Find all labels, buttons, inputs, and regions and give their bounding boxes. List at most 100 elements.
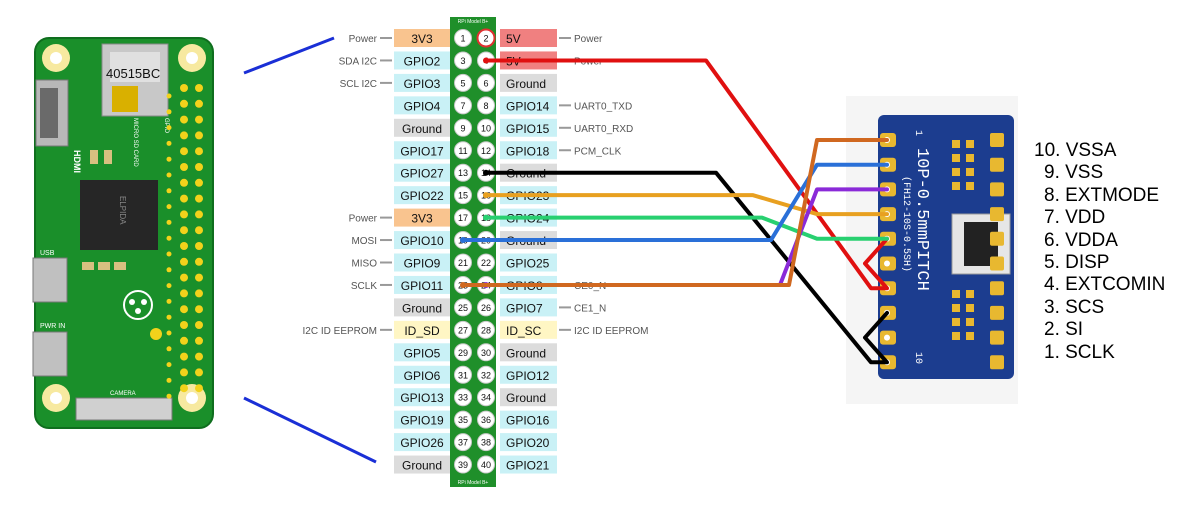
pin-function-label: SDA I2C xyxy=(339,56,377,67)
breakout-pin-first: 1 xyxy=(912,130,923,136)
header-pad xyxy=(195,289,203,298)
pin-circle xyxy=(454,253,472,272)
pin-number: 40 xyxy=(481,460,491,470)
smd-component xyxy=(104,150,112,164)
pin-label: GPIO13 xyxy=(400,391,444,405)
header-pad xyxy=(180,210,188,219)
pin-label: Ground xyxy=(402,301,442,315)
pin-label: GPIO26 xyxy=(400,436,444,450)
pin-label-box xyxy=(394,163,450,182)
breakout-small-pad xyxy=(966,140,974,148)
header-pad xyxy=(180,115,188,124)
breakout-pin-pad xyxy=(990,157,1004,172)
pin-label-box xyxy=(500,141,557,160)
breakout-small-pad xyxy=(966,154,974,162)
pin-circle xyxy=(454,96,472,115)
usb-port xyxy=(32,257,68,303)
pin-label-box xyxy=(500,365,557,384)
header-pad xyxy=(180,84,188,92)
smd-component xyxy=(114,262,126,270)
wire-end xyxy=(483,169,489,176)
connector-pin-label: 4. EXTCOMIN xyxy=(1044,274,1166,296)
breakout-pin-last: 10 xyxy=(912,352,923,364)
pin-number: 27 xyxy=(458,325,468,335)
pin-circle xyxy=(477,410,495,429)
via xyxy=(166,156,172,162)
usb-label: USB xyxy=(40,250,55,257)
pin-label-box xyxy=(394,343,450,362)
pin-number: 5 xyxy=(460,78,465,88)
pin-label-box xyxy=(500,343,557,362)
power-port xyxy=(32,331,68,377)
pin-circle xyxy=(454,455,472,474)
pin-circle xyxy=(477,96,495,115)
pin-circle xyxy=(477,253,495,272)
raspberry-pi-zero-board: 40515BC MICRO SD CARD GPIO HDMI ELPIDA U… xyxy=(32,37,214,429)
header-pad xyxy=(180,99,188,108)
pin-label: 5V xyxy=(506,32,521,46)
sd-card-label: MICRO SD CARD xyxy=(132,118,138,167)
header-pad xyxy=(180,226,188,235)
power-label: PWR IN xyxy=(40,323,65,330)
pin-label-box xyxy=(394,231,450,250)
pin-label: Ground xyxy=(402,122,442,136)
wire xyxy=(461,138,889,287)
connector-pin-label: 3. SCS xyxy=(1044,296,1105,318)
pin-label-box xyxy=(500,410,557,429)
pin-circle xyxy=(477,141,495,160)
breakout-pcb xyxy=(878,115,1014,379)
wire xyxy=(484,193,889,217)
pin-circle xyxy=(477,73,495,92)
pin-function-label: SCL I2C xyxy=(340,79,377,90)
pin-number: 15 xyxy=(458,191,468,201)
raspberry-logo-dot xyxy=(135,308,141,314)
pin-label: Ground xyxy=(506,77,546,91)
raspberry-logo-dot xyxy=(141,299,147,305)
breakout-pin-hole xyxy=(884,334,890,341)
connector-pin-label: 9. VSS xyxy=(1044,162,1104,184)
pin-label-box xyxy=(394,96,450,115)
pin-circle xyxy=(477,298,495,317)
wires xyxy=(460,57,889,365)
header-pad xyxy=(180,384,188,393)
header-pad xyxy=(195,321,203,329)
breakout-pin-pad xyxy=(990,133,1004,147)
pin-circle xyxy=(454,51,472,70)
hdmi-port-opening xyxy=(40,88,58,138)
wire xyxy=(484,58,889,291)
breakout-small-pad xyxy=(966,168,974,176)
pin-label: GPIO9 xyxy=(404,257,441,271)
header-pad xyxy=(195,352,203,361)
pin-number: 26 xyxy=(481,303,491,313)
header-pad xyxy=(180,273,188,282)
pin-circle xyxy=(454,29,472,47)
connector-pin-label: 6. VDDA xyxy=(1044,229,1118,251)
pin-label: GPIO7 xyxy=(506,301,543,315)
via xyxy=(166,93,172,99)
via xyxy=(166,109,172,115)
pin-number: 22 xyxy=(481,258,491,268)
pin-label-box xyxy=(500,388,557,407)
sd-contacts xyxy=(112,86,138,112)
header-pad xyxy=(180,147,188,156)
breakout-small-pad xyxy=(952,304,960,312)
pin-number: 25 xyxy=(458,303,468,313)
pin-number: 9 xyxy=(460,123,465,133)
via xyxy=(166,188,172,194)
pin-label: GPIO18 xyxy=(506,144,550,158)
pin-label-box xyxy=(394,73,450,92)
pin-label: GPIO12 xyxy=(506,369,550,383)
via xyxy=(166,283,172,289)
header-pad xyxy=(195,336,203,345)
pin-circle xyxy=(454,388,472,407)
pin-number: 39 xyxy=(458,460,468,470)
header-pad xyxy=(180,131,188,140)
pin-circle xyxy=(454,365,472,384)
pin-label: GPIO21 xyxy=(506,459,550,473)
header-pad xyxy=(180,336,188,345)
pin-function-label: Power xyxy=(349,34,378,45)
pin-number: 11 xyxy=(458,146,467,156)
header-title-bottom: RPi Model B+ xyxy=(458,480,489,486)
